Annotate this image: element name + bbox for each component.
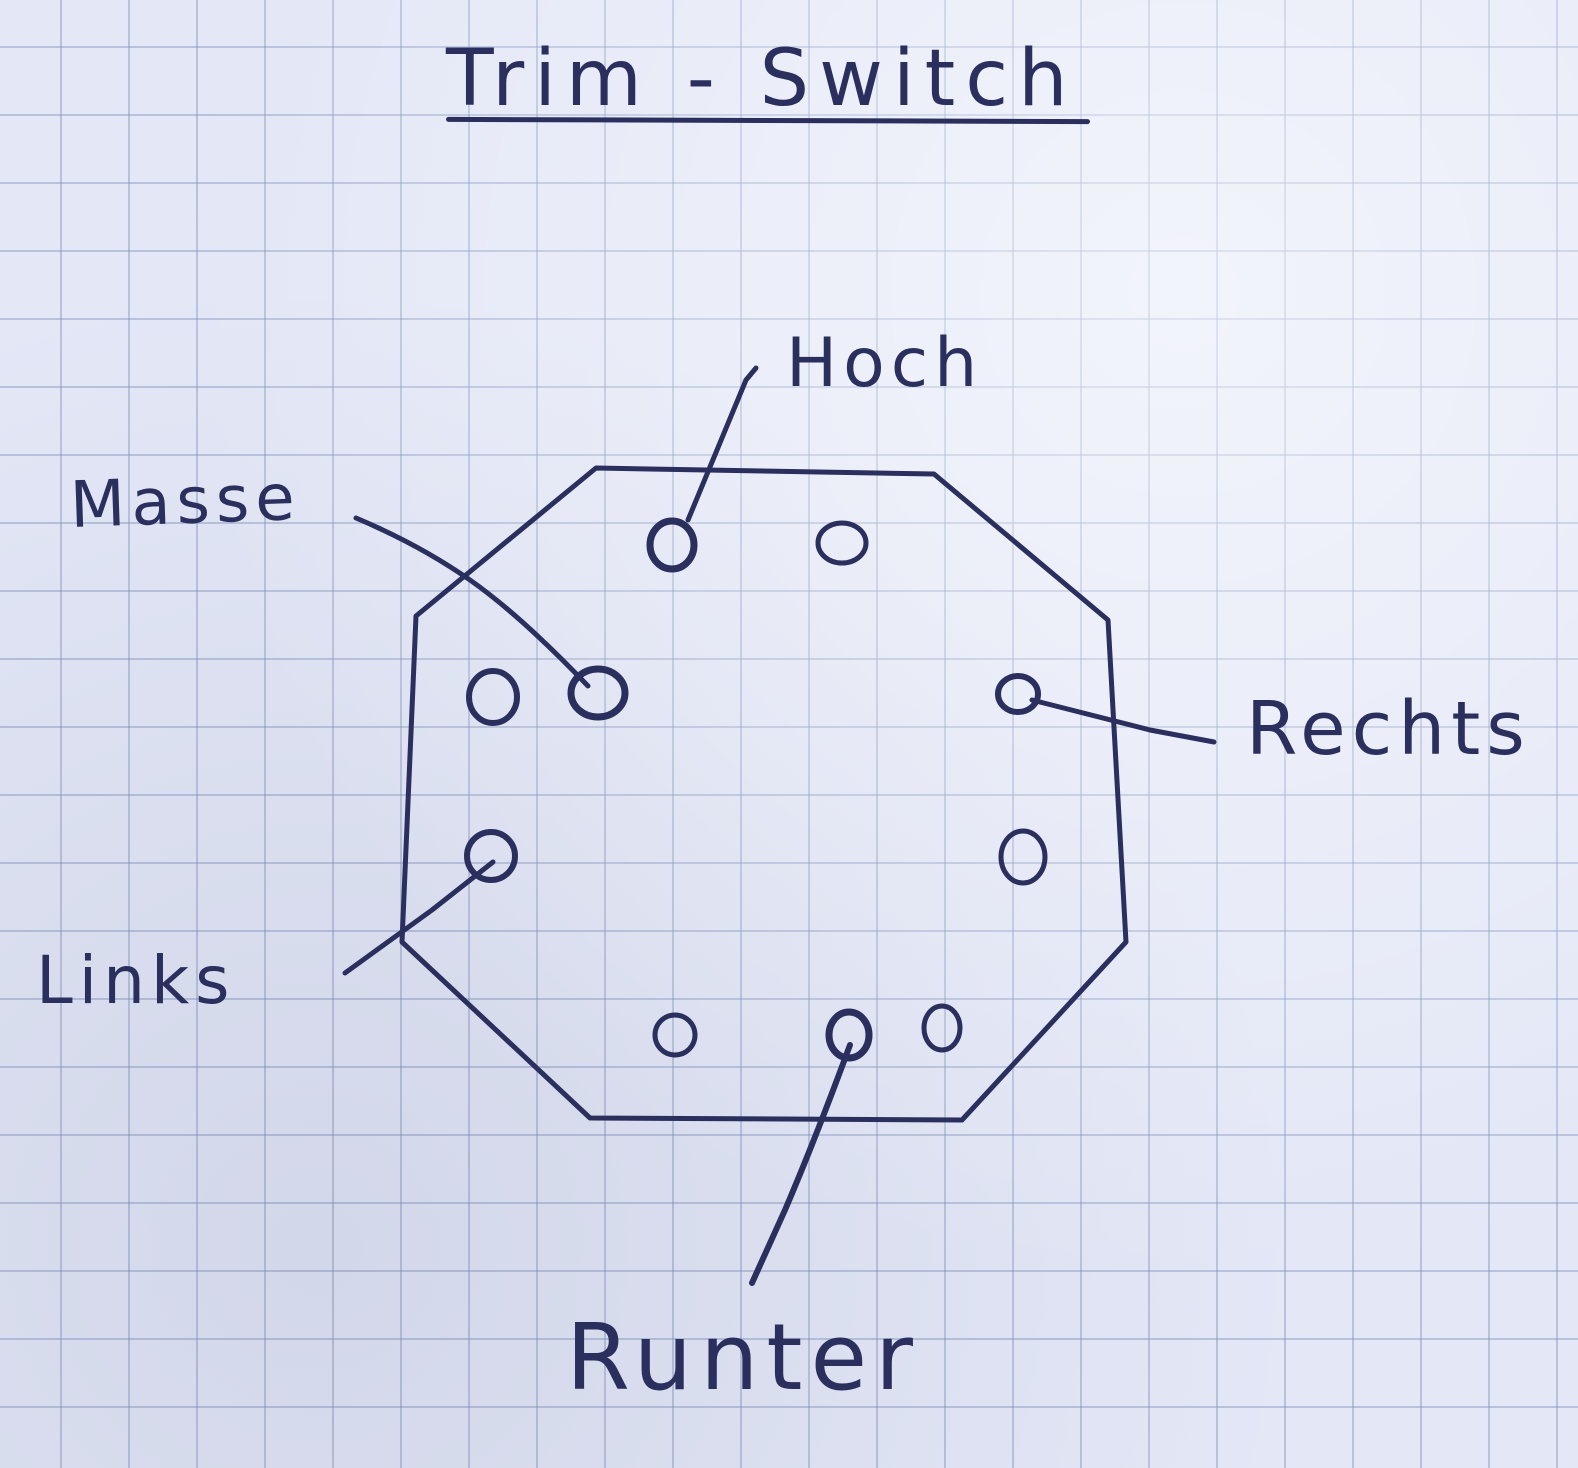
leader-line-masse — [353, 515, 591, 689]
label-links: Links — [36, 942, 236, 1019]
switch-octagon-outline — [399, 465, 1129, 1123]
terminal-links — [464, 829, 518, 883]
terminal-hoch — [646, 517, 698, 573]
terminal-top-right — [815, 520, 869, 566]
terminal-right-lower — [998, 828, 1048, 886]
terminal-runter — [825, 1008, 873, 1062]
terminal-bottom-right — [921, 1003, 963, 1053]
terminal-bottom-left — [652, 1012, 698, 1058]
terminal-left-outer — [466, 668, 520, 726]
label-hoch: Hoch — [786, 324, 984, 403]
leader-lines — [342, 365, 1217, 1286]
leader-line-rechts — [1029, 697, 1217, 745]
leader-line-runter — [749, 1042, 853, 1286]
leader-line-links — [342, 859, 496, 976]
switch-terminals — [464, 517, 1048, 1062]
label-runter: Runter — [566, 1304, 921, 1411]
terminal-rechts — [995, 673, 1041, 715]
label-rechts: Rechts — [1246, 686, 1531, 772]
diagram-title: Trim - Switch — [446, 34, 1078, 124]
leader-line-hoch — [685, 365, 759, 523]
label-masse: Masse — [68, 461, 302, 543]
terminal-masse — [567, 665, 629, 721]
